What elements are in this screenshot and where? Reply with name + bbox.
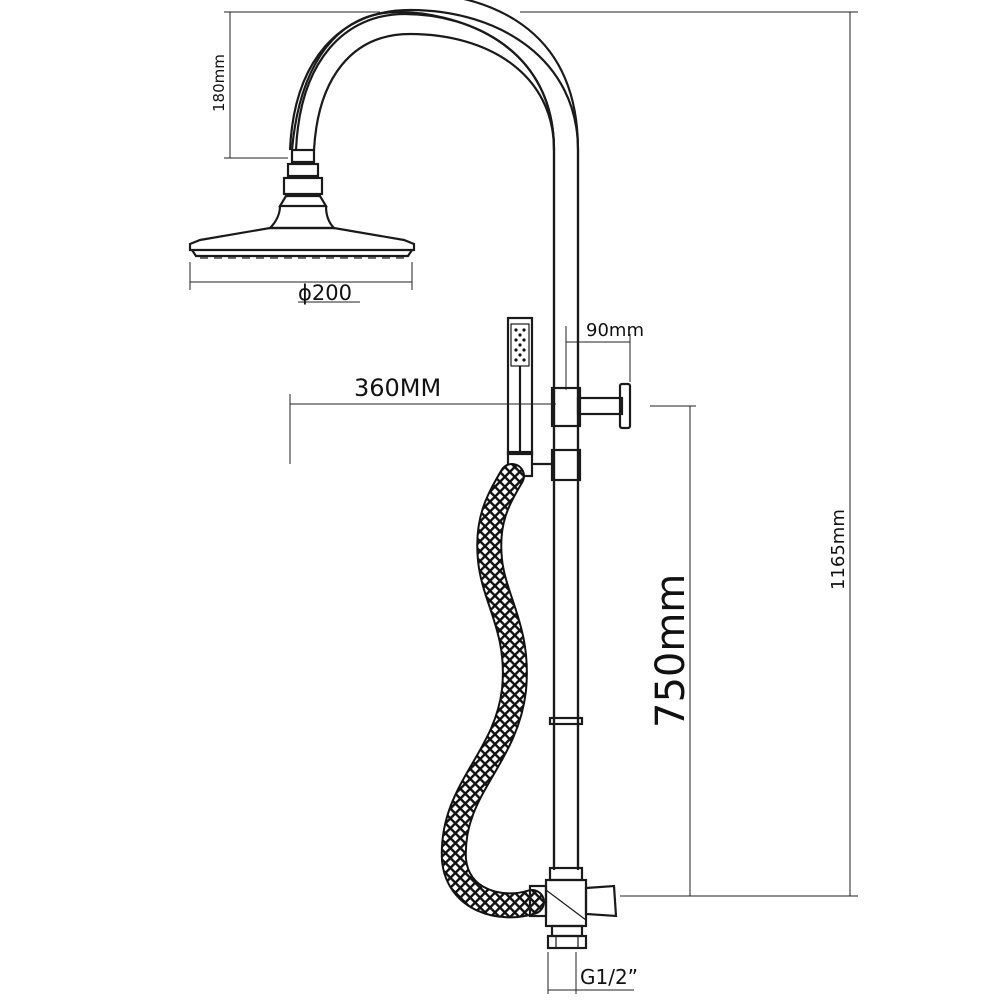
dim-inlet-thread-label: G1/2” (580, 965, 638, 989)
shower-head (188, 148, 416, 259)
dim-head-diameter: ϕ200 (189, 262, 413, 305)
wall-bracket (550, 382, 632, 430)
dim-holder-offset: 90mm (565, 320, 644, 390)
braided-hose-mesh (442, 465, 543, 917)
dim-holder-offset-label: 90mm (586, 320, 644, 341)
dim-inlet-thread: G1/2” (547, 952, 638, 994)
dim-holder-height: 750mm (648, 405, 696, 896)
dim-total-height-label: 1165mm (828, 509, 849, 590)
diverter-valve (528, 866, 618, 950)
hand-shower (506, 316, 534, 456)
riser-joint (548, 716, 584, 726)
gooseneck-arm (294, 12, 556, 151)
arm-inner-curve (312, 32, 556, 151)
dim-total-height: 1165mm (520, 11, 858, 897)
dim-arm-reach: 360MM (289, 374, 556, 464)
dim-arm-reach-label: 360MM (354, 374, 441, 402)
arm-outer-curve (288, 8, 580, 151)
dim-head-diameter-label: ϕ200 (298, 281, 352, 305)
dim-holder-height-label: 750mm (648, 574, 694, 728)
dim-arm-height: 180mm (210, 11, 380, 159)
dim-arm-height-label: 180mm (210, 54, 228, 112)
